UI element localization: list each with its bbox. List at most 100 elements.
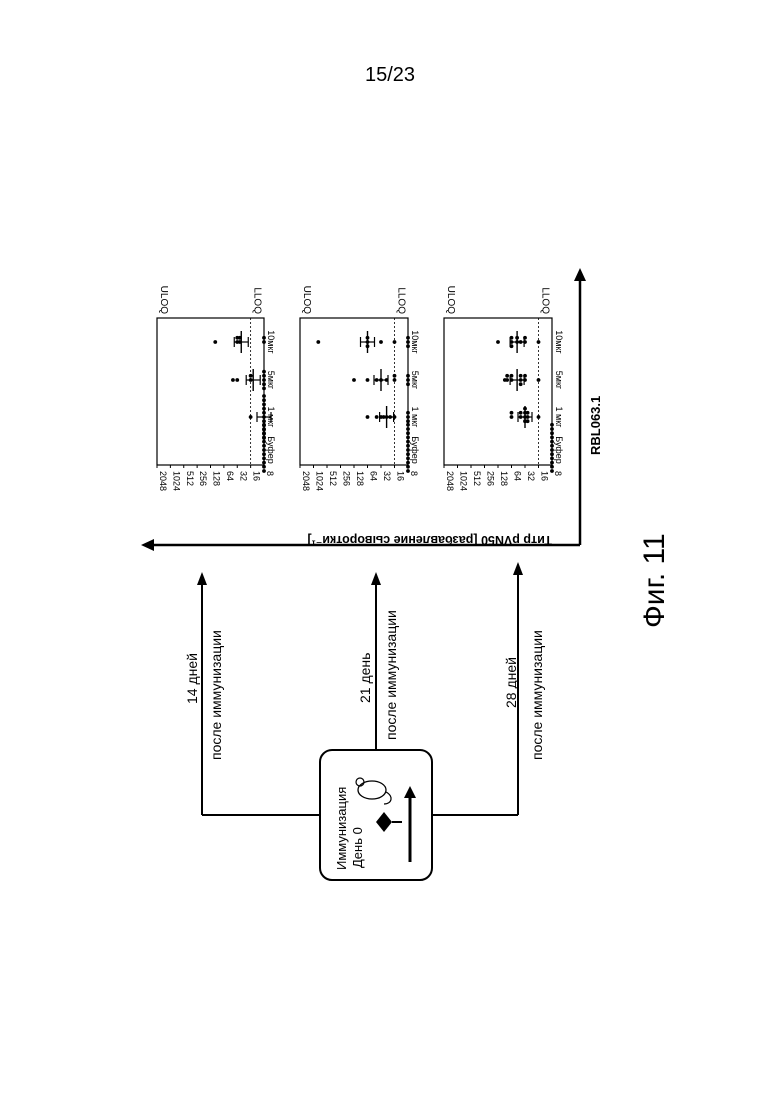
data-point	[406, 465, 410, 469]
group-label: 1 мкг	[410, 407, 420, 429]
group-label: 1 мкг	[554, 407, 564, 429]
data-point	[249, 415, 253, 419]
y-tick-label: 128	[499, 471, 509, 486]
data-point	[406, 436, 410, 440]
y-tick-label: 128	[212, 471, 222, 486]
plot-frame	[300, 318, 408, 465]
branch-28-days-label: 28 дней	[503, 657, 519, 708]
data-point	[406, 378, 410, 382]
data-point	[406, 374, 410, 378]
reference-label-lloq: LLOQ	[540, 287, 551, 314]
data-point	[406, 440, 410, 444]
y-tick-label: 512	[328, 471, 338, 486]
data-point	[550, 436, 554, 440]
data-point	[262, 378, 266, 382]
data-point	[366, 415, 370, 419]
data-point	[366, 378, 370, 382]
data-point	[262, 340, 266, 344]
titer-chart-2: ULOQLLOQ816326412825651210242048Буфер1 м…	[300, 286, 420, 491]
group-label: Буфер	[554, 436, 564, 464]
data-point	[262, 432, 266, 436]
group-label: 10мкг	[410, 330, 420, 354]
data-point	[262, 469, 266, 473]
data-point	[249, 374, 253, 378]
reference-label-uloq: ULOQ	[301, 286, 312, 315]
data-point	[231, 378, 235, 382]
y-axis-title: Титр pVN50 [разбавление сыворотки⁻¹]	[307, 533, 552, 547]
y-tick-label: 32	[382, 471, 392, 481]
data-point	[262, 452, 266, 456]
data-point	[235, 378, 239, 382]
data-point	[406, 457, 410, 461]
y-tick-label: 2048	[445, 471, 455, 491]
data-point	[262, 436, 266, 440]
y-axis-arrow-head	[141, 539, 154, 551]
data-point	[406, 411, 410, 415]
data-point	[262, 403, 266, 407]
data-point	[406, 469, 410, 473]
y-tick-label: 32	[526, 471, 536, 481]
y-tick-label: 1024	[171, 471, 181, 491]
data-point	[393, 378, 397, 382]
data-point	[505, 374, 509, 378]
data-point	[262, 394, 266, 398]
data-point	[379, 340, 383, 344]
y-tick-label: 128	[355, 471, 365, 486]
y-tick-label: 8	[553, 471, 563, 476]
y-tick-label: 256	[486, 471, 496, 486]
group-label: 10мкг	[266, 330, 276, 354]
data-point	[375, 415, 379, 419]
data-point	[406, 461, 410, 465]
group-label: Буфер	[266, 436, 276, 464]
group-label: 5мкг	[266, 371, 276, 390]
y-tick-label: 1024	[315, 471, 325, 491]
arrow-head	[197, 572, 207, 585]
y-tick-label: 512	[472, 471, 482, 486]
y-tick-label: 1024	[459, 471, 469, 491]
y-tick-label: 64	[513, 471, 523, 481]
data-point	[550, 427, 554, 431]
arrow-head	[371, 572, 381, 585]
data-point	[262, 440, 266, 444]
data-point	[550, 423, 554, 427]
data-point	[262, 336, 266, 340]
data-point	[406, 423, 410, 427]
data-point	[519, 374, 523, 378]
branch-21-after-label: после иммунизации	[383, 610, 399, 740]
data-point	[537, 415, 541, 419]
data-point	[262, 382, 266, 386]
data-point	[393, 374, 397, 378]
data-point	[519, 382, 523, 386]
data-point	[262, 398, 266, 402]
data-point	[406, 415, 410, 419]
data-point	[503, 378, 507, 382]
data-point	[550, 469, 554, 473]
data-point	[262, 374, 266, 378]
reference-label-lloq: LLOQ	[252, 287, 263, 314]
y-tick-label: 32	[238, 471, 248, 481]
data-point	[352, 378, 356, 382]
y-tick-label: 8	[265, 471, 275, 476]
data-point	[406, 419, 410, 423]
data-point	[262, 461, 266, 465]
group-label: 5мкг	[410, 371, 420, 390]
y-tick-label: 8	[409, 471, 419, 476]
data-point	[550, 431, 554, 435]
titer-chart-1: ULOQLLOQ816326412825651210242048Буфер1 м…	[157, 286, 276, 491]
data-point	[213, 340, 217, 344]
group-label: Буфер	[410, 436, 420, 464]
data-point	[406, 452, 410, 456]
data-point	[262, 444, 266, 448]
data-point	[550, 452, 554, 456]
data-point	[510, 415, 514, 419]
y-tick-label: 256	[198, 471, 208, 486]
data-point	[550, 440, 554, 444]
data-point	[406, 382, 410, 386]
data-point	[406, 431, 410, 435]
data-point	[316, 340, 320, 344]
data-point	[406, 444, 410, 448]
plot-frame	[444, 318, 552, 465]
data-point	[262, 465, 266, 469]
x-axis-title: RBL063.1	[588, 396, 603, 455]
